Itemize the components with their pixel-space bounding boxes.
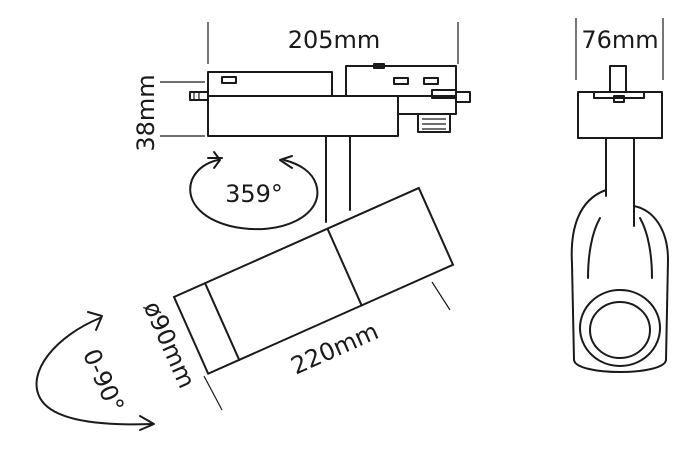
- side-top-pin: [609, 65, 627, 93]
- adapter-right-block: [345, 65, 457, 97]
- rotation-arrow: [189, 159, 319, 231]
- side-lens-inner: [589, 301, 651, 359]
- tilt-arrowhead-bottom: [139, 415, 155, 431]
- rotation-label: 359°: [225, 180, 283, 208]
- side-view: 76mm: [570, 18, 669, 373]
- spot-front-ring: [204, 282, 241, 361]
- dim-220-ext-right: [431, 281, 451, 311]
- dim-220-ext-left: [203, 375, 223, 411]
- adapter-slot-1: [221, 76, 237, 84]
- spot-body: [172, 186, 455, 376]
- rotation-arrowhead-left: [207, 151, 223, 169]
- side-lens-outer: [579, 289, 661, 367]
- adapter-slot-2: [393, 77, 409, 85]
- dim-76-label: 76mm: [581, 26, 658, 54]
- front-view: 205mm 38mm 359°: [35, 22, 471, 431]
- adapter-right-knob: [455, 91, 471, 103]
- tilt-arc: [35, 317, 153, 426]
- adapter-slot-3: [423, 77, 439, 85]
- dim-38-label: 38mm: [132, 74, 160, 151]
- spot-housing: [172, 186, 455, 376]
- side-yoke: [570, 189, 669, 373]
- rotation-arrowhead-right: [279, 155, 293, 169]
- tilt-label: 0-90°: [77, 345, 130, 417]
- spot-divider: [326, 227, 363, 307]
- tilt-arrowhead-top: [87, 311, 103, 331]
- dim-205-label: 205mm: [288, 26, 381, 54]
- adapter-connector: [417, 113, 451, 133]
- adapter-main-body: [207, 95, 399, 137]
